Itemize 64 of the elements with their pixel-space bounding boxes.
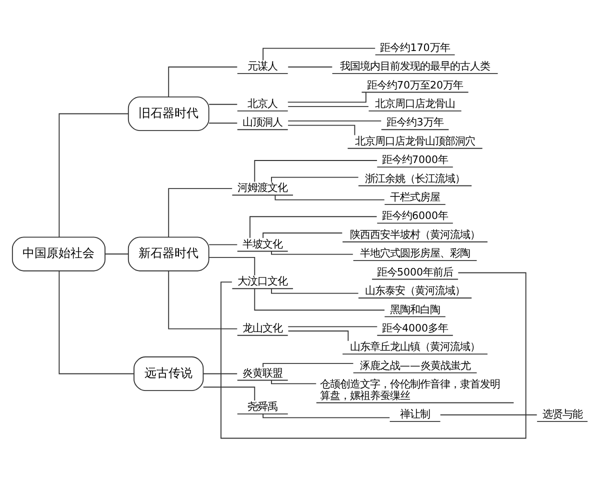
connector [168,270,238,330]
connector [262,362,354,368]
node-text: 仓颉创造文字，伶伦制作音律，隶首发明算盘，嫘祖养蚕缫丝 [320,378,500,402]
node-text: 距今约7000年 [382,154,448,166]
node-text: 距今约170万年 [380,42,450,54]
connector [288,124,356,136]
node-text: 涿鹿之战——炎黄战蚩尤 [360,360,470,372]
node-text: 干栏式房屋 [390,192,440,204]
connector [288,326,378,328]
connector [262,414,390,418]
connector [288,330,349,342]
connector [271,380,317,384]
node-text: 黑陶和白陶 [390,304,440,316]
node-text: 半地穴式圆形房屋、彩陶 [360,248,470,260]
connector [274,194,385,200]
node-text: 炎黄联盟 [242,367,283,380]
node-text: 元谋人 [248,60,278,73]
node-text: 浙江余姚（长江流域） [365,172,466,185]
node-text: 距今约6000年 [382,210,448,222]
node-text: 距今5000年前后 [376,266,454,278]
connector [440,414,538,416]
connector [288,66,333,68]
connector [271,250,354,255]
node-text: 距今约3万年 [386,116,444,129]
connector [254,288,385,311]
node-text: 北京周口店龙骨山 [375,98,456,110]
connector [271,288,359,294]
node-box: 旧石器时代 [128,96,210,132]
node-text: 距今约70万至20万年 [366,79,464,92]
node-text: 尧舜禹 [248,401,278,414]
node-text: 河姆渡文化 [238,182,288,194]
node-text: 选贤与能 [542,408,582,420]
node-text: 北京周口店龙骨山顶部洞穴 [355,135,476,148]
node-text: 大汶口文化 [238,276,288,288]
connector [254,160,378,182]
node-text: 距今4000多年 [382,322,448,334]
connector [288,106,369,108]
node-text: 陕西西安半坡村（黄河流域） [350,228,480,241]
node-box: 远古传说 [134,356,204,392]
node-box: 新石器时代 [128,236,210,272]
connector [208,244,238,246]
connector [250,216,378,238]
node-text: 半坡文化 [242,238,283,250]
connector [271,176,359,182]
connector [208,122,238,124]
connector [287,92,366,103]
connector [208,257,256,276]
node-text: 北京人 [248,98,278,110]
node-text: 禅让制 [400,408,430,420]
node-box: 中国原始社会 [12,236,106,272]
connector [208,104,238,105]
connector [168,66,238,98]
node-text: 山东泰安（黄河流域） [365,285,466,298]
connector [202,386,256,401]
node-text: 我国境内目前发现的最早的古人类 [340,60,490,73]
connector [288,120,382,122]
connector [168,188,233,238]
node-text: 山东章丘龙山镇（黄河流域） [350,341,480,354]
node-text: 山顶洞人 [242,116,283,129]
connector [262,232,343,238]
connector [58,270,134,374]
connector [58,113,129,238]
connector [202,373,238,374]
node-text: 龙山文化 [242,322,283,334]
